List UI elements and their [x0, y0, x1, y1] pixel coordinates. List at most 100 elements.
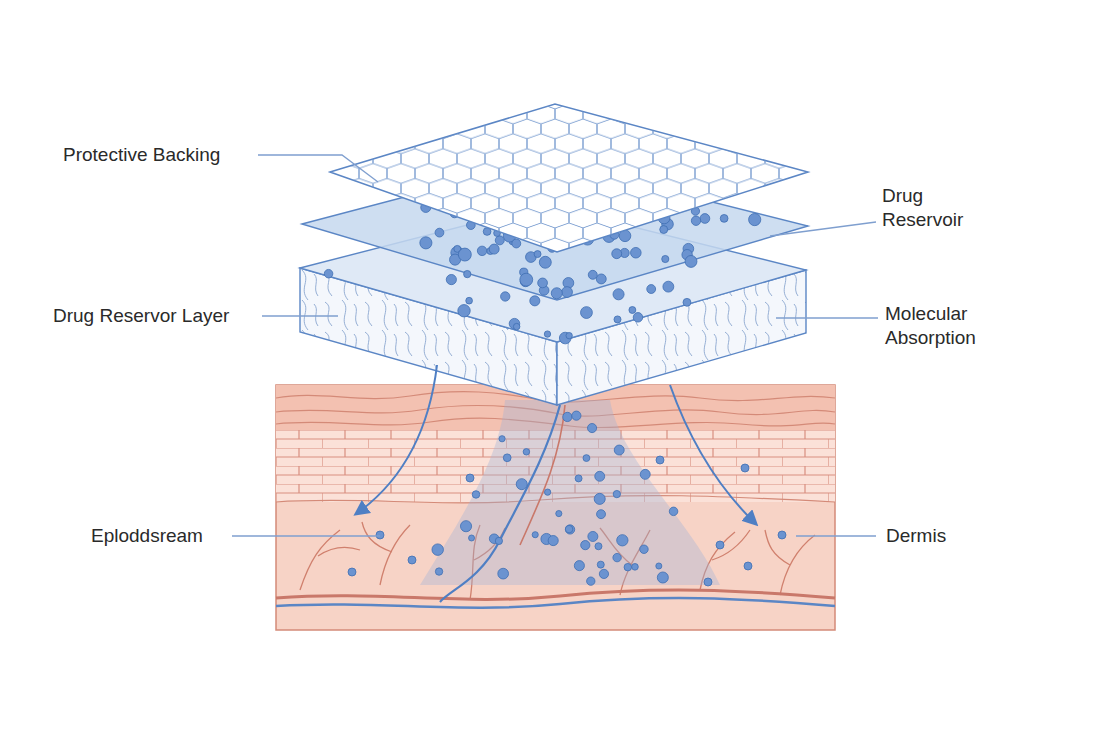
- drug-molecule: [565, 525, 574, 534]
- drug-molecule: [749, 213, 761, 225]
- part-label: Eploddsream: [91, 524, 203, 548]
- drug-molecule: [741, 464, 749, 472]
- drug-molecule: [660, 226, 668, 234]
- drug-molecule: [587, 577, 595, 585]
- drug-molecule: [656, 563, 662, 569]
- drug-molecule: [548, 536, 558, 546]
- drug-molecule: [632, 564, 639, 571]
- drug-molecule: [563, 412, 572, 421]
- drug-molecule: [614, 445, 624, 455]
- drug-molecule: [581, 307, 593, 319]
- drug-molecule: [669, 507, 678, 516]
- vessel-uptake: [440, 405, 560, 602]
- drug-molecule: [539, 256, 551, 268]
- drug-molecule: [523, 449, 530, 456]
- part-label: Molecular Absorption: [885, 302, 1010, 350]
- drug-molecule: [501, 292, 510, 301]
- part-label: Protective Backing: [63, 143, 220, 167]
- drug-molecule: [631, 247, 642, 258]
- backing-hex-pattern: [330, 104, 808, 252]
- drug-molecule: [581, 541, 590, 550]
- drug-molecule: [556, 510, 562, 516]
- drug-molecule: [597, 561, 604, 568]
- drug-molecule: [534, 251, 541, 258]
- part-label: Dermis: [886, 524, 946, 548]
- drug-molecule: [599, 569, 608, 578]
- drug-molecule: [583, 455, 590, 462]
- drug-molecule: [663, 281, 674, 292]
- blood-vessel: [276, 590, 835, 599]
- absorbed-molecules: [348, 411, 786, 586]
- leader-line: [262, 315, 338, 316]
- drug-molecule: [613, 289, 624, 300]
- drug-molecule: [544, 489, 550, 495]
- drug-molecule: [435, 568, 442, 575]
- drug-molecule: [588, 270, 597, 279]
- drug-molecule: [572, 411, 581, 420]
- absorption-zone: [420, 400, 720, 585]
- drug-molecule: [458, 305, 470, 317]
- drug-molecule: [435, 228, 444, 237]
- drug-molecule: [466, 297, 473, 304]
- part-label: Drug Reservor Layer: [53, 304, 229, 328]
- drug-molecule: [640, 545, 648, 553]
- leader-line: [776, 317, 878, 318]
- protective-backing: [330, 104, 808, 252]
- drug-molecule: [489, 244, 499, 254]
- drug-molecule: [503, 454, 511, 462]
- drug-molecule: [466, 474, 474, 482]
- drug-molecule: [633, 313, 642, 322]
- drug-molecule: [640, 469, 650, 479]
- drug-molecule: [477, 246, 486, 255]
- drug-molecule: [472, 491, 480, 499]
- drug-molecule: [446, 274, 456, 284]
- drug-molecule: [464, 270, 471, 277]
- drug-molecule: [683, 298, 691, 306]
- drug-molecule: [587, 423, 596, 432]
- skin-block: [276, 385, 835, 630]
- drug-molecule: [532, 532, 538, 538]
- drug-molecule: [530, 296, 540, 306]
- skin-ground: [276, 385, 835, 630]
- drug-molecule: [657, 572, 668, 583]
- drug-molecule: [614, 316, 621, 323]
- drug-molecule: [562, 287, 573, 298]
- drug-molecule: [613, 490, 620, 497]
- drug-molecule: [566, 332, 572, 338]
- drug-molecule: [460, 521, 471, 532]
- drug-molecule: [662, 255, 669, 262]
- drug-molecule: [700, 214, 710, 224]
- drug-molecule: [509, 318, 520, 329]
- patch: [300, 104, 808, 405]
- drug-molecule: [551, 288, 562, 299]
- drug-molecule: [544, 331, 550, 337]
- drug-molecule: [720, 214, 728, 222]
- drug-molecule: [565, 525, 572, 532]
- drug-molecule: [588, 531, 598, 541]
- drug-molecule: [624, 563, 632, 571]
- drug-molecule: [704, 578, 712, 586]
- part-label: Drug Reservoir: [882, 184, 982, 232]
- drug-molecule: [629, 307, 636, 314]
- drug-molecule: [595, 543, 602, 550]
- drug-molecule: [495, 537, 502, 544]
- absorption-arrow: [670, 385, 756, 524]
- leader-line: [258, 155, 378, 182]
- blood-vessel: [276, 598, 835, 608]
- drug-molecule: [596, 274, 606, 284]
- leader-line: [770, 222, 876, 236]
- drug-molecule: [499, 436, 505, 442]
- drug-molecule: [744, 562, 752, 570]
- drug-molecule: [408, 556, 416, 564]
- drug-molecule: [520, 273, 533, 286]
- vessel-uptake: [520, 405, 565, 545]
- drug-molecule: [597, 510, 606, 519]
- drug-molecule: [685, 255, 697, 267]
- drug-molecule: [574, 561, 584, 571]
- drug-molecule: [469, 535, 475, 541]
- drug-molecule: [778, 531, 786, 539]
- leader-line: [796, 535, 876, 536]
- drug-molecule: [647, 285, 656, 294]
- drug-molecule: [513, 323, 520, 330]
- drug-molecule: [348, 568, 356, 576]
